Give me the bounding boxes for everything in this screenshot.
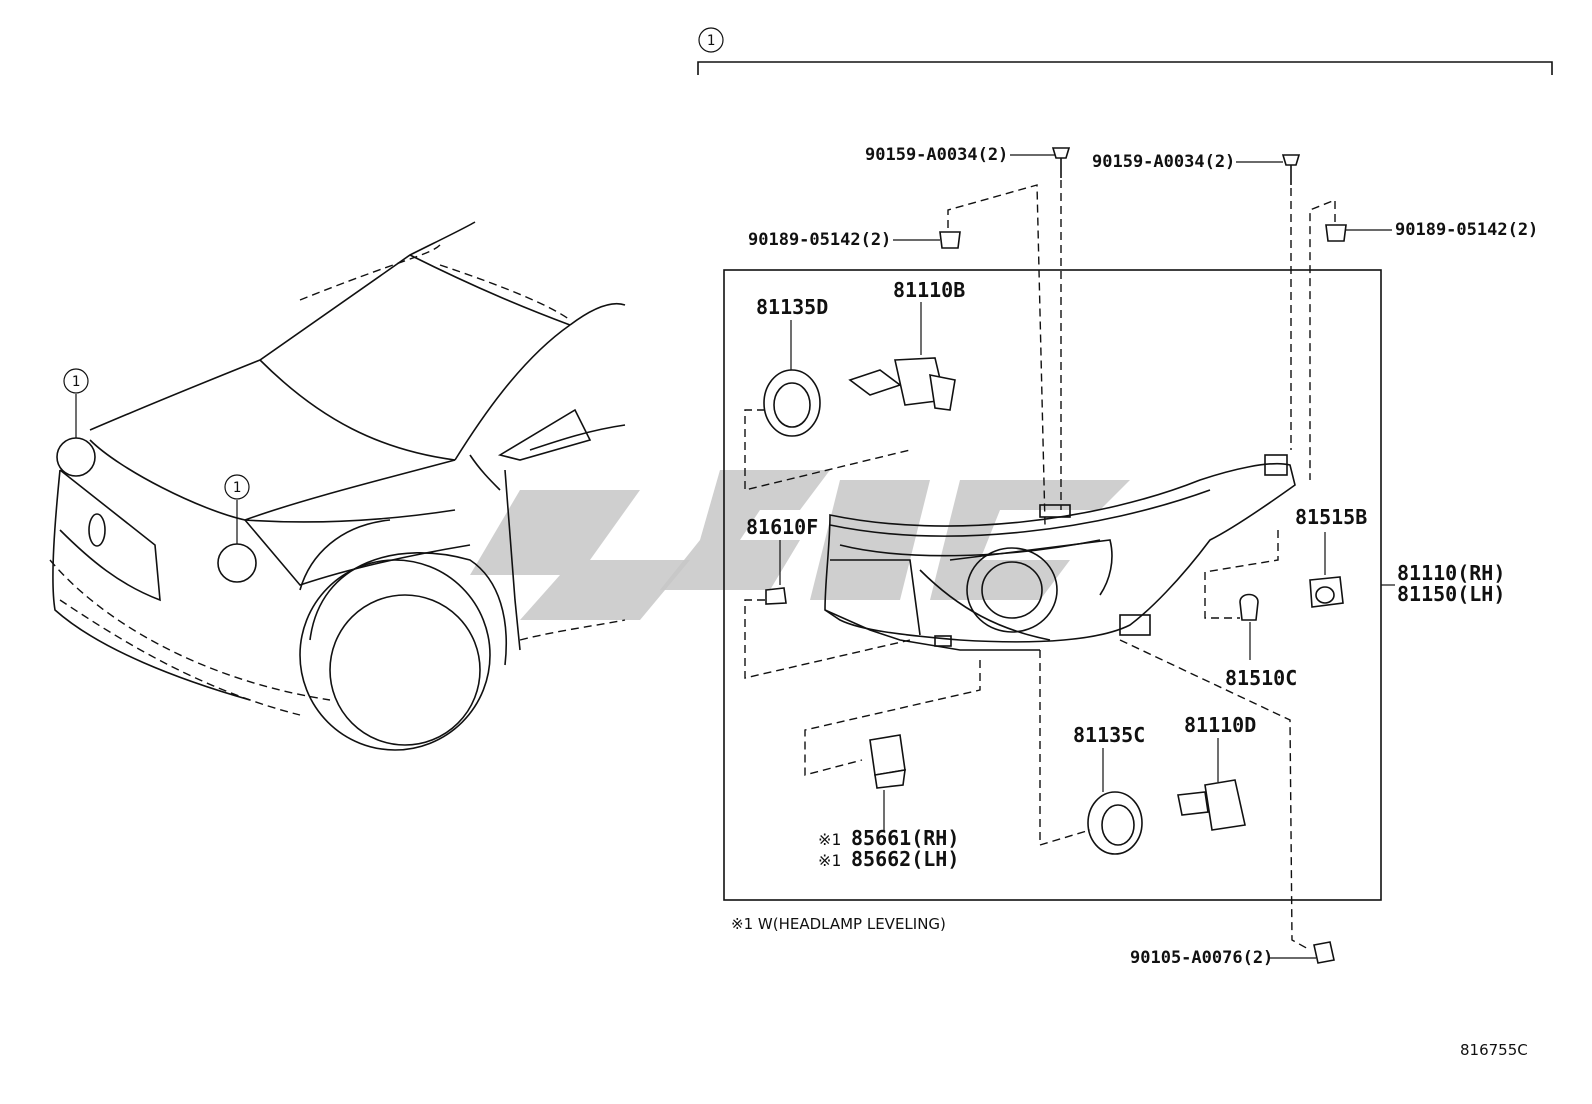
headlamp-assembly <box>824 454 1296 651</box>
bolt-left-label: 90159-A0034(2) <box>865 145 1008 165</box>
screw-bottom-part <box>1119 639 1335 964</box>
assembly-bracket <box>697 61 1553 75</box>
bolt-right-label: 90159-A0034(2) <box>1092 152 1235 172</box>
actuator-mark-rh: ※1 <box>818 830 841 849</box>
socket-right-label: 81515B <box>1295 505 1367 529</box>
bulb-high-label: 81110B <box>893 278 965 302</box>
cover-bottom-label: 81135C <box>1073 723 1145 747</box>
actuator-rh-label: 85661(RH) <box>851 826 959 850</box>
bulb-high-part <box>848 302 956 411</box>
bulb-low-part <box>1177 738 1246 831</box>
cover-bottom-part <box>1039 650 1143 855</box>
bulb-low-label: 81110D <box>1184 713 1256 737</box>
bolt-right-part <box>1236 154 1301 185</box>
actuator-lh-label: 85662(LH) <box>851 847 959 871</box>
bulb-small-part <box>1204 530 1279 660</box>
bulb-small-label: 81510C <box>1225 666 1297 690</box>
assembly-lh-label: 81150(LH) <box>1397 582 1505 606</box>
bolt-left-part <box>1010 147 1071 178</box>
vehicle-illustration <box>49 221 626 751</box>
vehicle-callout-1-label: 1 <box>72 374 80 390</box>
socket-side-label: 81610F <box>746 515 818 539</box>
screw-bottom-label: 90105-A0076(2) <box>1130 948 1273 968</box>
callout-number-label: 1 <box>707 33 715 49</box>
callout-circle <box>698 27 724 53</box>
watermark-logo <box>470 470 1130 620</box>
vehicle-callout-2-label: 1 <box>233 480 241 496</box>
diagram-code-text: 816755C <box>1460 1041 1528 1059</box>
clip-right-part <box>1325 224 1392 242</box>
cover-top-label: 81135D <box>756 295 828 319</box>
clip-left-label: 90189-05142(2) <box>748 230 891 250</box>
actuator-part <box>804 660 981 830</box>
assembly-rh-label: 81110(RH) <box>1397 561 1505 585</box>
socket-right-part <box>1309 532 1344 608</box>
cover-top-part <box>744 320 911 491</box>
clip-right-label: 90189-05142(2) <box>1395 220 1538 240</box>
socket-side-part <box>744 540 911 679</box>
actuator-mark-lh: ※1 <box>818 851 841 870</box>
clip-left-part <box>893 231 961 249</box>
footnote-text: ※1 W(HEADLAMP LEVELING) <box>731 915 946 933</box>
